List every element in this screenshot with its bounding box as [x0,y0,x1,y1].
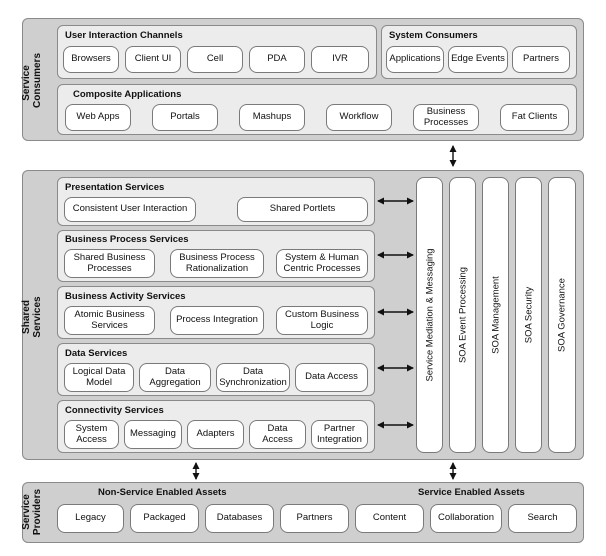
packaged-box: Packaged [130,504,199,533]
business-activity-services-title: Business Activity Services [65,291,186,302]
client-ui-box: Client UI [125,46,181,73]
soa-event-processing-bar: SOA Event Processing [449,177,476,453]
non-service-enabled-assets-title: Non-Service Enabled Assets [98,487,227,498]
business-process-rationalization-box: Business Process Rationalization [170,249,264,278]
shared-business-processes-box: Shared Business Processes [64,249,155,278]
soa-governance-bar: SOA Governance [548,177,576,453]
process-integration-box: Process Integration [170,306,264,335]
connectivity-services-title: Connectivity Services [65,405,164,416]
shared-portlets-box: Shared Portlets [237,197,368,222]
system-human-centric-processes-box: System & Human Centric Processes [276,249,368,278]
business-processes-box: Business Processes [413,104,479,131]
presentation-services-title: Presentation Services [65,182,165,193]
data-synchronization-box: Data Synchronization [216,363,290,392]
composite-applications-panel [57,84,577,135]
business-process-services-title: Business Process Services [65,234,189,245]
user-interaction-channels-title: User Interaction Channels [65,30,183,41]
web-apps-box: Web Apps [65,104,131,131]
adapters-box: Adapters [187,420,244,449]
edge-events-box: Edge Events [448,46,508,73]
content-box: Content [355,504,424,533]
soa-security-bar: SOA Security [515,177,542,453]
messaging-box: Messaging [124,420,182,449]
collaboration-box: Collaboration [430,504,502,533]
search-box: Search [508,504,577,533]
cell-box: Cell [187,46,243,73]
soa-management-bar: SOA Management [482,177,509,453]
data-aggregation-box: Data Aggregation [139,363,211,392]
portals-box: Portals [152,104,218,131]
custom-business-logic-box: Custom Business Logic [276,306,368,335]
fat-clients-box: Fat Clients [500,104,569,131]
service-enabled-assets-title: Service Enabled Assets [418,487,525,498]
system-consumers-title: System Consumers [389,30,478,41]
partner-integration-box: Partner Integration [311,420,368,449]
partners-provider-box: Partners [280,504,349,533]
workflow-box: Workflow [326,104,392,131]
databases-box: Databases [205,504,274,533]
applications-box: Applications [386,46,444,73]
composite-applications-title: Composite Applications [73,89,182,100]
data-services-title: Data Services [65,348,128,359]
ivr-box: IVR [311,46,369,73]
browsers-box: Browsers [63,46,119,73]
data-access-connectivity-box: Data Access [249,420,306,449]
legacy-box: Legacy [57,504,124,533]
logical-data-model-box: Logical Data Model [64,363,134,392]
pda-box: PDA [249,46,305,73]
atomic-business-services-box: Atomic Business Services [64,306,155,335]
service-mediation-messaging-bar: Service Mediation & Messaging [416,177,443,453]
system-access-box: System Access [64,420,119,449]
partners-consumer-box: Partners [512,46,570,73]
consistent-user-interaction-box: Consistent User Interaction [64,197,196,222]
data-access-box: Data Access [295,363,368,392]
mashups-box: Mashups [239,104,305,131]
